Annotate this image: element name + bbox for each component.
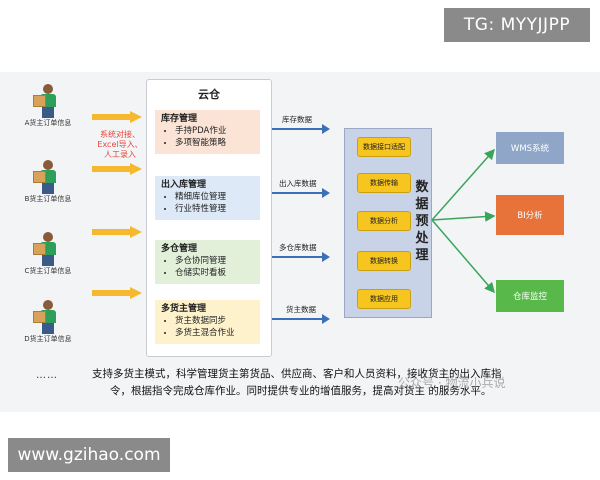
module-item: 行业特性管理: [175, 203, 256, 215]
owner-c: C货主订单信息: [18, 232, 78, 276]
arrow-label: 货主数据: [286, 305, 316, 314]
module-inout: 出入库管理 精细库位管理 行业特性管理: [155, 176, 260, 220]
input-method-line: 人工录入: [104, 150, 136, 159]
caption: 支持多货主模式，科学管理货主第货品、供应商、客户和人员资料，接收货主的出入库指 …: [92, 366, 592, 400]
worker-icon: [33, 232, 61, 266]
caption-line: 令，根据指令完成仓库作业。同时提供专业的增值服务，提高对货主 的服务水平。: [110, 385, 492, 397]
step-transform: 数据转换: [357, 251, 411, 271]
step-interface-adapt: 数据接口适配: [357, 137, 411, 157]
output-wms: WMS系统: [496, 132, 564, 164]
module-item: 仓储实时看板: [175, 267, 256, 279]
step-application: 数据应用: [357, 289, 411, 309]
module-item: 精细库位管理: [175, 191, 256, 203]
input-method-line: Excel导入、: [97, 140, 143, 149]
input-arrow: [92, 163, 142, 175]
module-inventory: 库存管理 手持PDA作业 多项智能策略: [155, 110, 260, 154]
owner-label: D货主订单信息: [24, 335, 72, 343]
owner-a: A货主订单信息: [18, 84, 78, 128]
module-item: 手持PDA作业: [175, 125, 256, 137]
arrow-to-wms: [431, 148, 495, 221]
module-title: 多仓管理: [161, 244, 198, 254]
arrow-label: 出入库数据: [279, 179, 317, 188]
module-item: 货主数据同步: [175, 315, 256, 327]
module-item: 多仓协同管理: [175, 255, 256, 267]
output-bi: BI分析: [496, 195, 564, 235]
input-arrow: [92, 111, 142, 123]
fanout-arrows: [431, 148, 496, 294]
caption-line: 支持多货主模式，科学管理货主第货品、供应商、客户和人员资料，接收货主的出入库指: [92, 368, 502, 380]
worker-icon: [33, 84, 61, 118]
worker-icon: [33, 300, 61, 334]
arrow-label: 库存数据: [282, 115, 312, 124]
arrow-label: 多仓库数据: [279, 243, 317, 252]
cloud-warehouse: 云仓 库存管理 手持PDA作业 多项智能策略 出入库管理 精细库位管理 行业特性…: [146, 79, 272, 357]
input-method-note: 系统对接、 Excel导入、 人工录入: [92, 130, 148, 160]
input-method-line: 系统对接、: [100, 130, 140, 139]
site-banner: www.gzihao.com: [8, 438, 170, 472]
module-item: 多货主混合作业: [175, 327, 256, 339]
owner-d: D货主订单信息: [18, 300, 78, 344]
step-analysis: 数据分析: [357, 211, 411, 231]
preprocessing-title: 数据预处理: [415, 180, 429, 263]
data-arrow: [272, 188, 330, 198]
input-arrow: [92, 226, 142, 238]
owner-label: C货主订单信息: [24, 267, 72, 275]
module-multi-owner: 多货主管理 货主数据同步 多货主混合作业: [155, 300, 260, 344]
more-owners: ……: [36, 370, 58, 381]
data-preprocessing: 数据接口适配 数据传输 数据分析 数据转换 数据应用 数据预处理: [344, 128, 432, 318]
cloud-title: 云仓: [198, 88, 220, 101]
arrow-to-monitor: [431, 219, 495, 294]
step-transfer: 数据传输: [357, 173, 411, 193]
input-arrow: [92, 287, 142, 299]
worker-icon: [33, 160, 61, 194]
watermark: 公众号 · 物流小兵说: [398, 376, 506, 390]
owner-label: A货主订单信息: [24, 119, 72, 127]
module-multi-warehouse: 多仓管理 多仓协同管理 仓储实时看板: [155, 240, 260, 284]
owner-b: B货主订单信息: [18, 160, 78, 204]
owner-label: B货主订单信息: [24, 195, 72, 203]
module-title: 出入库管理: [161, 180, 207, 190]
tg-banner: TG: MYYJJPP: [444, 8, 590, 42]
module-title: 库存管理: [161, 114, 198, 124]
data-arrow: [272, 252, 330, 262]
data-arrow: [272, 124, 330, 134]
data-arrow: [272, 314, 330, 324]
output-monitor: 仓库监控: [496, 280, 564, 312]
arrow-to-bi: [431, 211, 496, 222]
module-item: 多项智能策略: [175, 137, 256, 149]
module-title: 多货主管理: [161, 304, 207, 314]
